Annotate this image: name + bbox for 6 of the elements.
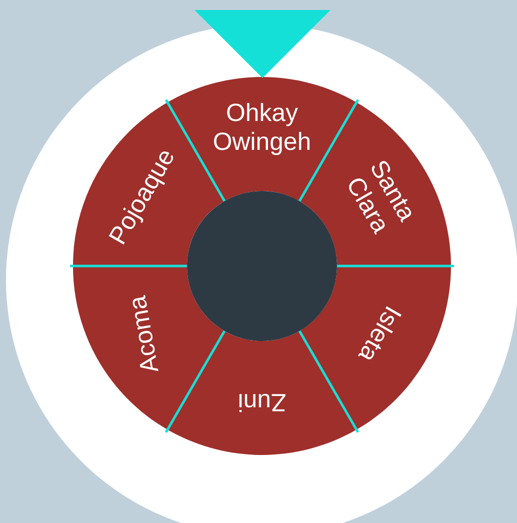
hub-circle bbox=[187, 191, 337, 341]
node-label: Zuni bbox=[239, 394, 286, 412]
node-label: Acoma bbox=[132, 294, 158, 372]
wheel-segment: Zuni bbox=[168, 330, 356, 455]
wheel-segment: Acoma bbox=[73, 266, 224, 430]
pointer-triangle bbox=[194, 10, 330, 78]
